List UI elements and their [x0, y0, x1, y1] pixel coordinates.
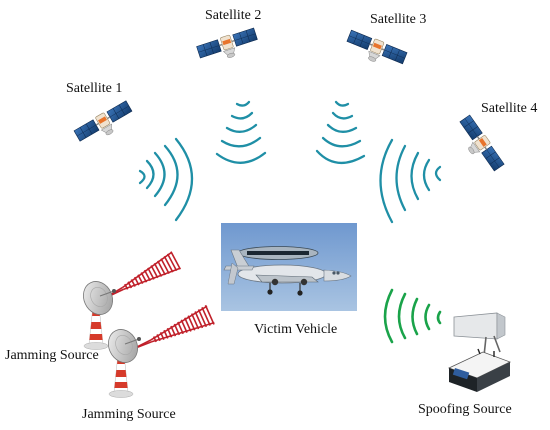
gnss-signal-waves-4 — [379, 138, 442, 224]
gnss-signal-waves-3 — [315, 100, 366, 164]
satellite-1-icon — [72, 99, 138, 150]
jamming-source-2-label: Jamming Source — [82, 407, 176, 422]
aircraft-icon — [223, 246, 352, 296]
satellite-1-label: Satellite 1 — [66, 81, 122, 96]
jamming-dish-2-icon — [102, 324, 144, 398]
satellite-2-icon — [195, 26, 261, 68]
victim-vehicle-label: Victim Vehicle — [254, 322, 337, 337]
spoofing-transmitter-icon — [447, 312, 512, 392]
spoofing-signal-waves — [383, 288, 442, 344]
gnss-signal-waves-1 — [138, 137, 194, 222]
spoofing-source-label: Spoofing Source — [418, 402, 512, 417]
satellite-2-label: Satellite 2 — [205, 8, 261, 23]
satellite-4-icon — [451, 113, 506, 177]
gnss-signal-waves-2 — [215, 100, 267, 164]
satellite-3-icon — [342, 28, 409, 73]
satellite-3-label: Satellite 3 — [370, 12, 426, 27]
victim-vehicle-image — [221, 223, 357, 311]
satellite-4-label: Satellite 4 — [481, 101, 537, 116]
jamming-beam-2 — [132, 304, 215, 350]
jamming-source-1-label: Jamming Source — [5, 348, 99, 363]
